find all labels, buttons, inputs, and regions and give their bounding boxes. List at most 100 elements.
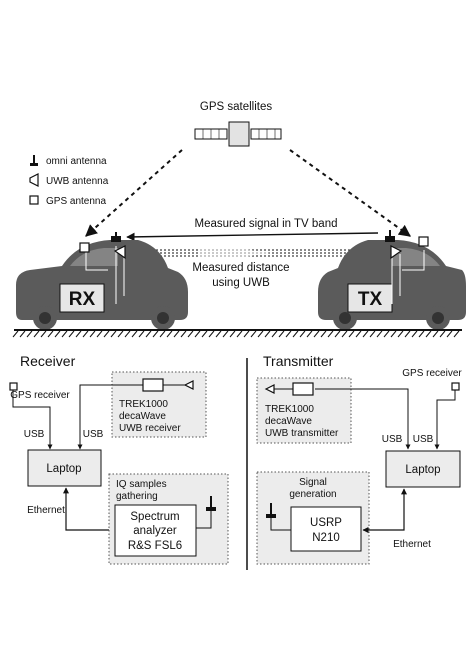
ground-hatch-mark <box>152 330 159 338</box>
ground-hatch-mark <box>418 330 425 338</box>
ground-hatch-mark <box>229 330 236 338</box>
ground-hatch-mark <box>26 330 33 338</box>
ground <box>12 329 462 338</box>
ground-hatch-mark <box>285 330 292 338</box>
ground-hatch-mark <box>166 330 173 338</box>
ground-hatch-mark <box>355 330 362 338</box>
ground-hatch-mark <box>103 330 110 338</box>
gps-link-rx <box>85 149 183 237</box>
tx-trek-line3: UWB transmitter <box>265 428 339 439</box>
tx-uwb-antenna-icon <box>390 245 403 260</box>
ground-hatch-mark <box>40 330 47 338</box>
rx-omni-antenna-icon <box>111 236 121 242</box>
rx-usb-right-label: USB <box>83 429 104 440</box>
receiver-title: Receiver <box>20 353 76 369</box>
tx-trek-cable <box>315 388 411 450</box>
satellites-label: GPS satellites <box>200 101 272 113</box>
ground-hatch-mark <box>453 330 460 338</box>
ground-hatch-mark <box>96 330 103 338</box>
gps-link-tx <box>289 149 411 237</box>
rx-iq-line2: gathering <box>116 491 158 502</box>
tx-gps-receiver-antenna-icon <box>451 382 460 391</box>
ground-hatch-mark <box>54 330 61 338</box>
tv-signal-arrow <box>126 232 379 242</box>
tx-label: TX <box>358 289 383 310</box>
distance-label-line1: Measured distance <box>192 262 289 274</box>
ground-hatch-mark <box>243 330 250 338</box>
transmitter-title: Transmitter <box>263 353 334 369</box>
ground-hatch-mark <box>432 330 439 338</box>
ground-hatch-mark <box>201 330 208 338</box>
ground-hatch-mark <box>124 330 131 338</box>
tx-laptop-box <box>385 450 461 488</box>
tx-ethernet-cable <box>362 488 407 533</box>
ground-hatch-mark <box>278 330 285 338</box>
tx-ethernet-label: Ethernet <box>393 539 431 550</box>
ground-hatch-mark <box>194 330 201 338</box>
distance-label-line2: using UWB <box>212 277 270 289</box>
ground-hatch-mark <box>187 330 194 338</box>
ground-hatch-mark <box>313 330 320 338</box>
rx-omni-antenna-icon-panel <box>196 496 216 529</box>
ground-hatch-mark <box>145 330 152 338</box>
ground-hatch-mark <box>75 330 82 338</box>
spectrum-analyzer-box <box>114 504 197 557</box>
ground-hatch-mark <box>348 330 355 338</box>
rx-label: RX <box>69 289 96 310</box>
ground-hatch-mark <box>404 330 411 338</box>
ground-hatch-mark <box>138 330 145 338</box>
tx-usb-left-label: USB <box>382 434 403 445</box>
gps-antenna-icon <box>29 195 39 205</box>
ground-hatch-mark <box>82 330 89 338</box>
rx-laptop-box <box>27 449 102 487</box>
ground-hatch-mark <box>306 330 313 338</box>
ground-hatch-mark <box>68 330 75 338</box>
rx-iq-line1: IQ samples <box>116 479 167 490</box>
legend-omni-label: omni antenna <box>46 156 107 167</box>
ground-hatch-mark <box>208 330 215 338</box>
usrp-line1: USRP <box>310 517 342 529</box>
ground-hatch-mark <box>292 330 299 338</box>
rx-ethernet-cable <box>63 487 116 533</box>
rx-ethernet-label: Ethernet <box>27 505 65 516</box>
uwb-distance-link <box>127 249 378 257</box>
usrp-box <box>290 506 362 552</box>
ground-hatch-mark <box>257 330 264 338</box>
usrp-line2: N210 <box>312 532 340 544</box>
ground-hatch-mark <box>439 330 446 338</box>
ground-hatch-mark <box>390 330 397 338</box>
legend-uwb-label: UWB antenna <box>46 176 109 187</box>
ground-hatch-mark <box>222 330 229 338</box>
spectrum-analyzer-line2: analyzer <box>133 525 177 537</box>
ground-hatch-mark <box>264 330 271 338</box>
tx-usb-right-label: USB <box>413 434 434 445</box>
ground-hatch-mark <box>299 330 306 338</box>
ground-hatch-mark <box>369 330 376 338</box>
ground-hatch-mark <box>334 330 341 338</box>
rx-laptop-label: Laptop <box>46 463 81 475</box>
tx-sig-line1: Signal <box>299 477 327 488</box>
rx-uwb-antenna-icon <box>113 245 126 260</box>
tx-gps-receiver-label: GPS receiver <box>402 368 462 379</box>
rx-gps-antenna-icon <box>79 242 90 253</box>
ground-hatch-mark <box>131 330 138 338</box>
tx-car <box>318 230 466 330</box>
ground-hatch-mark <box>250 330 257 338</box>
tx-sig-line2: generation <box>289 489 336 500</box>
omni-antenna-icon <box>30 155 38 166</box>
tx-omni-antenna-icon-panel <box>266 503 291 531</box>
rx-gps-cable <box>12 390 53 450</box>
tx-laptop-label: Laptop <box>405 464 440 476</box>
ground-hatch-mark <box>383 330 390 338</box>
ground-hatch-mark <box>215 330 222 338</box>
ground-hatch-mark <box>362 330 369 338</box>
ground-hatch-mark <box>117 330 124 338</box>
ground-hatch-mark <box>271 330 278 338</box>
ground-hatch-mark <box>47 330 54 338</box>
rx-gps-receiver-antenna-icon <box>9 382 18 391</box>
ground-hatch-mark <box>327 330 334 338</box>
ground-hatch-mark <box>425 330 432 338</box>
legend-gps-label: GPS antenna <box>46 196 106 207</box>
ground-hatch-mark <box>173 330 180 338</box>
ground-hatch-mark <box>12 330 19 338</box>
